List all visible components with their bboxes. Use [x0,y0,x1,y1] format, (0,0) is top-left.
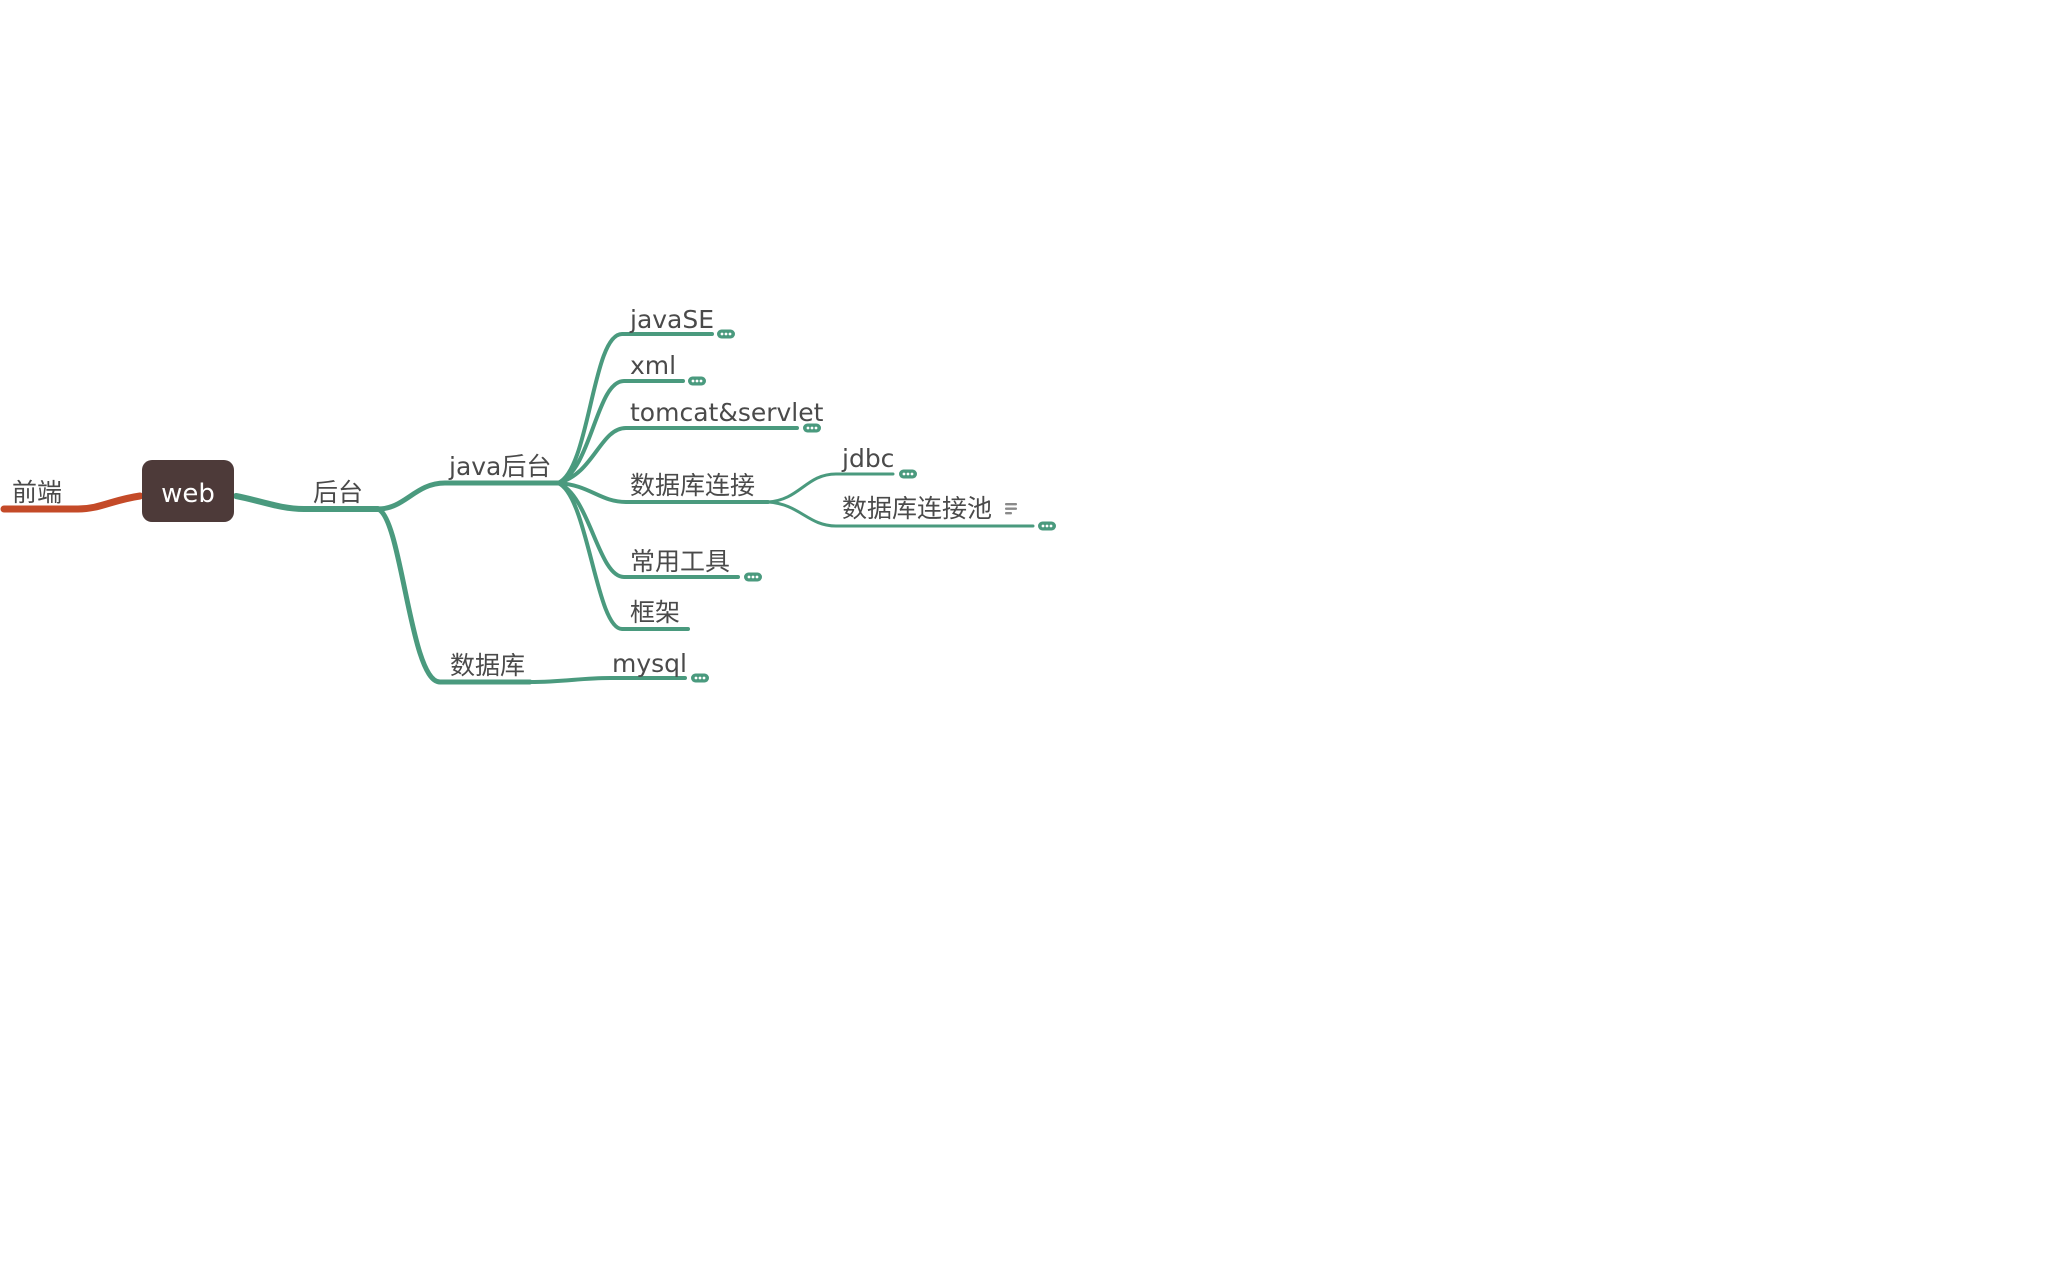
node-jdbc[interactable]: jdbc [841,444,894,473]
node-framework[interactable]: 框架 [630,598,680,627]
ellipsis-pill-icon[interactable] [899,469,917,479]
node-backend[interactable]: 后台 [313,478,363,507]
branch-xml [556,379,685,485]
note-icon[interactable] [1005,503,1017,515]
node-db-connection[interactable]: 数据库连接 [630,471,755,500]
branch-database [375,506,533,685]
node-javase[interactable]: javaSE [629,305,714,334]
ellipsis-pill-icon[interactable] [1038,521,1056,531]
branch-jdbc [766,472,895,504]
branch-db-pool [766,500,1035,528]
root-node-label: web [161,479,215,509]
branch-mysql [528,676,687,684]
node-db-pool[interactable]: 数据库连接池 [842,494,992,523]
node-frontend[interactable]: 前端 [12,478,62,507]
branch-frontend [0,492,144,513]
branch-backend [233,493,381,512]
node-java-backend[interactable]: java后台 [448,452,551,481]
branch-db-connection [556,481,770,504]
root-node[interactable]: web [142,460,234,522]
node-common-tools[interactable]: 常用工具 [630,547,730,576]
branch-framework [556,481,690,631]
node-database[interactable]: 数据库 [450,651,525,680]
branch-javase [556,332,714,485]
node-tomcat-servlet[interactable]: tomcat&servlet [630,398,824,427]
ellipsis-pill-icon[interactable] [717,329,735,339]
node-xml[interactable]: xml [630,351,676,380]
ellipsis-pill-icon[interactable] [691,673,709,683]
branch-tomcat-servlet [556,426,799,485]
ellipsis-pill-icon[interactable] [744,572,762,582]
ellipsis-pill-icon[interactable] [688,376,706,386]
node-mysql[interactable]: mysql [612,649,687,678]
branch-java-backend [375,480,561,512]
ellipsis-pill-icon[interactable] [803,423,821,433]
